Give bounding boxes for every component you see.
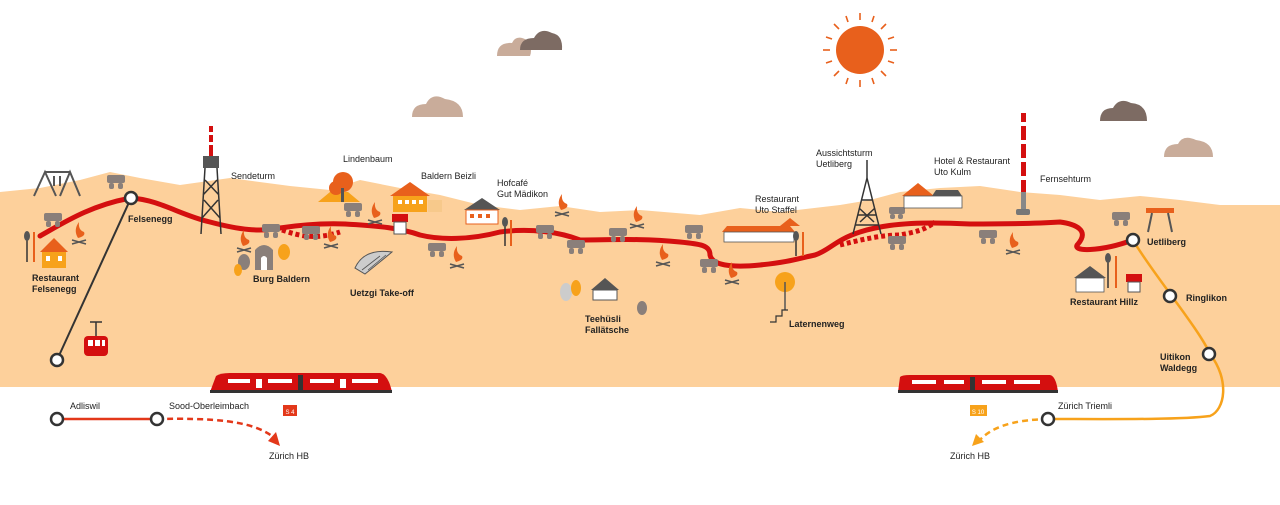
poi-fernsehturm: Fernsehturm bbox=[1040, 174, 1091, 184]
cloud-icon bbox=[497, 30, 563, 56]
restaurant-uto-staffel-icon bbox=[722, 218, 804, 256]
station-label-sood: Sood-Oberleimbach bbox=[169, 401, 249, 411]
station-uetliberg-marker bbox=[1125, 232, 1141, 248]
arrow-icon bbox=[268, 432, 280, 446]
laternenweg-icon bbox=[770, 272, 795, 323]
station-label-felsenegg: Felsenegg bbox=[128, 214, 173, 224]
poi-uetzgi-takeoff: Uetzgi Take-off bbox=[350, 288, 415, 298]
playground-icon bbox=[33, 169, 81, 197]
poi-laternenweg: Laternenweg bbox=[789, 319, 845, 329]
restaurant-felsenegg-icon bbox=[24, 231, 68, 268]
poi-teehuesli-line1: Teehüsli bbox=[585, 314, 621, 324]
hiking-trail-dotted bbox=[839, 220, 937, 248]
poi-restaurant-hillz: Restaurant Hillz bbox=[1070, 297, 1139, 307]
hiking-trail bbox=[342, 219, 1136, 269]
station-uitikon-marker bbox=[1201, 346, 1217, 362]
cloud-icon bbox=[1100, 100, 1147, 121]
s4-badge-label: S 4 bbox=[285, 410, 295, 416]
cable-car-icon bbox=[84, 321, 108, 356]
poi-hotel-uto-kulm-line2: Uto Kulm bbox=[934, 167, 971, 177]
poi-uto-staffel-line2: Uto Staffel bbox=[755, 205, 797, 215]
station-label-zuerich-triemli: Zürich Triemli bbox=[1058, 401, 1112, 411]
station-label-ringlikon: Ringlikon bbox=[1186, 293, 1227, 303]
restaurant-hillz-icon bbox=[1074, 253, 1142, 293]
station-ringlikon-marker bbox=[1162, 288, 1178, 304]
poi-hofcafe-line2: Gut Mädikon bbox=[497, 189, 548, 199]
poi-aussichtsturm-line2: Uetliberg bbox=[816, 159, 852, 169]
station-felsenegg-marker bbox=[123, 190, 139, 206]
paraglider-icon bbox=[354, 250, 394, 275]
poi-burg-baldern: Burg Baldern bbox=[253, 274, 310, 284]
poi-lindenbaum: Lindenbaum bbox=[343, 154, 393, 164]
lindenbaum-icon bbox=[318, 172, 360, 202]
poi-baldern-beizli: Baldern Beizli bbox=[421, 171, 476, 181]
station-cablecar-valley-marker bbox=[49, 352, 65, 368]
s10-line-dashed bbox=[977, 417, 1049, 443]
s4-badge bbox=[283, 405, 297, 416]
station-adliswil-marker bbox=[49, 411, 65, 427]
station-label-zuerich-hb-s4: Zürich HB bbox=[269, 451, 309, 461]
hofcafe-icon bbox=[464, 198, 512, 246]
cloud-icon bbox=[412, 96, 463, 117]
poi-sendeturm: Sendeturm bbox=[231, 171, 275, 181]
observation-tower-icon bbox=[852, 160, 882, 235]
train-icon bbox=[898, 375, 1058, 393]
s10-badge-label: S 10 bbox=[972, 410, 985, 416]
burg-baldern-icon bbox=[234, 244, 290, 276]
bench-icon bbox=[44, 175, 1130, 273]
poi-restaurant-felsenegg-line2: Felsenegg bbox=[32, 284, 77, 294]
station-label-uitikon-line2: Waldegg bbox=[1160, 363, 1197, 373]
poi-uto-staffel-line1: Restaurant bbox=[755, 194, 800, 204]
station-sood-marker bbox=[149, 411, 165, 427]
s10-badge bbox=[970, 405, 987, 416]
tv-tower-icon bbox=[1016, 113, 1030, 215]
transmitter-tower-icon bbox=[200, 126, 222, 235]
station-label-adliswil: Adliswil bbox=[70, 401, 100, 411]
arrow-icon bbox=[972, 434, 984, 446]
cable-car-line bbox=[56, 197, 132, 361]
hotel-uto-kulm-icon bbox=[902, 183, 963, 209]
hiking-trail bbox=[37, 195, 348, 239]
sun-icon bbox=[823, 13, 897, 87]
train-icon bbox=[210, 373, 392, 393]
poi-hofcafe-line1: Hofcafé bbox=[497, 178, 528, 188]
baldern-beizli-icon bbox=[390, 182, 442, 235]
station-label-zuerich-hb-s10: Zürich HB bbox=[950, 451, 990, 461]
station-triemli-marker bbox=[1040, 411, 1056, 427]
viewpoint-icon bbox=[1146, 208, 1174, 233]
station-label-uitikon-line1: Uitikon bbox=[1160, 352, 1191, 362]
poi-restaurant-felsenegg-line1: Restaurant bbox=[32, 273, 79, 283]
s4-line-dashed bbox=[156, 417, 273, 438]
fire-pit-icon bbox=[71, 194, 1021, 285]
teehuesli-icon bbox=[560, 278, 647, 315]
poi-aussichtsturm-line1: Aussichtsturm bbox=[816, 148, 873, 158]
poi-teehuesli-line2: Fallätsche bbox=[585, 325, 629, 335]
station-label-uetliberg: Uetliberg bbox=[1147, 237, 1186, 247]
cloud-icon bbox=[1164, 137, 1213, 157]
poi-hotel-uto-kulm-line1: Hotel & Restaurant bbox=[934, 156, 1011, 166]
